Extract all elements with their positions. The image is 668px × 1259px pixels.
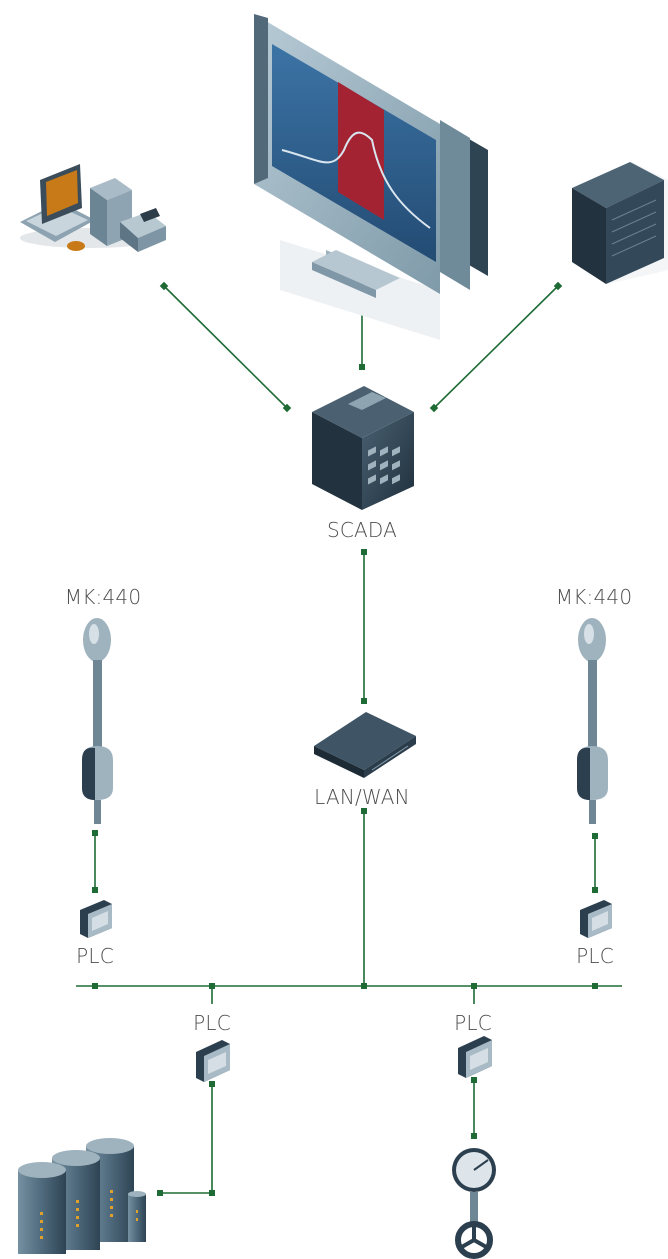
link-plc-gauge bbox=[471, 1077, 477, 1139]
plc-left-label: PLC bbox=[76, 944, 114, 968]
pressure-gauge-valve-icon bbox=[452, 1148, 496, 1259]
link-server-scada bbox=[429, 281, 563, 413]
plc-icon-left bbox=[80, 900, 112, 938]
plc-right-label: PLC bbox=[576, 944, 614, 968]
plc-bottom-left-label: PLC bbox=[193, 1011, 231, 1035]
link-lan-bus bbox=[361, 808, 367, 986]
link-scada-lan bbox=[361, 549, 367, 704]
link-workstation-scada bbox=[159, 281, 292, 413]
mk440-antenna-icon-right bbox=[577, 618, 608, 824]
link-mk-right-plc bbox=[592, 833, 598, 893]
link-plc-tanks bbox=[157, 1081, 215, 1196]
link-mk-left-plc bbox=[92, 830, 98, 893]
plc-icon-bottom-left bbox=[196, 1040, 230, 1082]
plc-bottom-right-label: PLC bbox=[454, 1011, 492, 1035]
scada-server-icon bbox=[312, 386, 414, 510]
scada-label: SCADA bbox=[326, 518, 398, 542]
monitor-icon bbox=[254, 14, 488, 340]
plc-icon-right bbox=[580, 900, 612, 938]
mk440-left-label: MK:440 bbox=[64, 585, 142, 609]
mk440-right-label: MK:440 bbox=[555, 585, 633, 609]
mk440-antenna-icon-left bbox=[82, 618, 113, 824]
server-icon bbox=[572, 162, 668, 284]
storage-tanks-icon bbox=[18, 1138, 146, 1254]
lan-wan-label: LAN/WAN bbox=[314, 785, 410, 809]
field-bus bbox=[76, 983, 622, 1004]
router-icon bbox=[314, 712, 416, 778]
desktop-pc-printer-icon bbox=[20, 164, 166, 252]
plc-icon-bottom-right bbox=[458, 1036, 492, 1078]
